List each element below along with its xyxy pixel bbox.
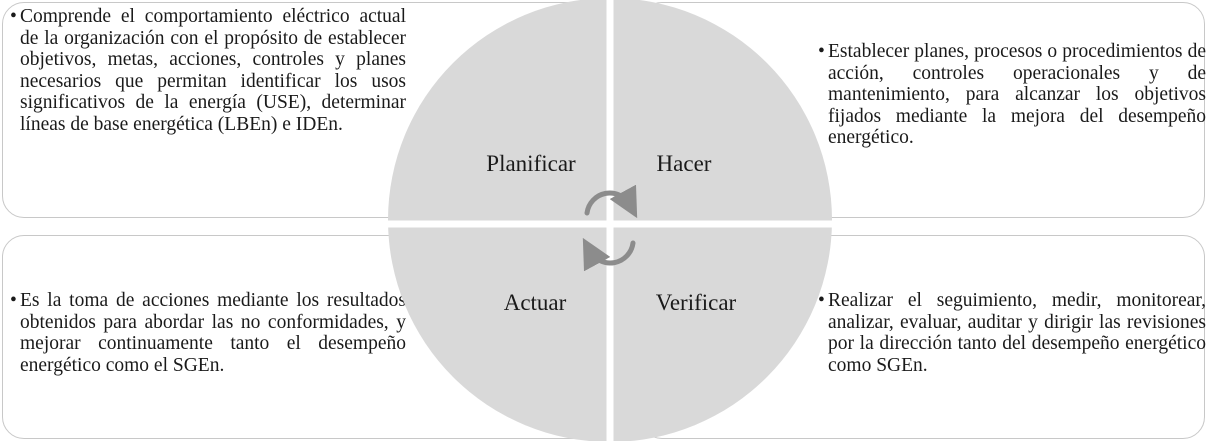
hacer-description-text: Establecer planes, procesos o procedimie… xyxy=(828,41,1206,148)
planificar-description: • Comprende el comportamiento eléctrico … xyxy=(10,6,406,135)
verificar-description: • Realizar el seguimiento, medir, monito… xyxy=(818,290,1206,376)
bullet-icon: • xyxy=(10,290,17,311)
planificar-description-text: Comprende el comportamiento eléctrico ac… xyxy=(20,6,406,135)
hacer-description: • Establecer planes, procesos o procedim… xyxy=(818,41,1206,149)
quadrant-label-verificar: Verificar xyxy=(656,290,737,315)
cycle-arrows-icon xyxy=(582,184,638,272)
verificar-description-text: Realizar el seguimiento, medir, monitore… xyxy=(828,290,1206,376)
quadrant-label-actuar: Actuar xyxy=(504,290,567,315)
bullet-icon: • xyxy=(818,290,825,311)
quadrant-label-hacer: Hacer xyxy=(657,151,712,176)
bullet-icon: • xyxy=(10,6,17,27)
actuar-description: • Es la toma de acciones mediante los re… xyxy=(10,290,406,376)
actuar-description-text: Es la toma de acciones mediante los resu… xyxy=(20,290,406,376)
quadrant-label-planificar: Planificar xyxy=(486,151,576,176)
bullet-icon: • xyxy=(818,41,825,62)
